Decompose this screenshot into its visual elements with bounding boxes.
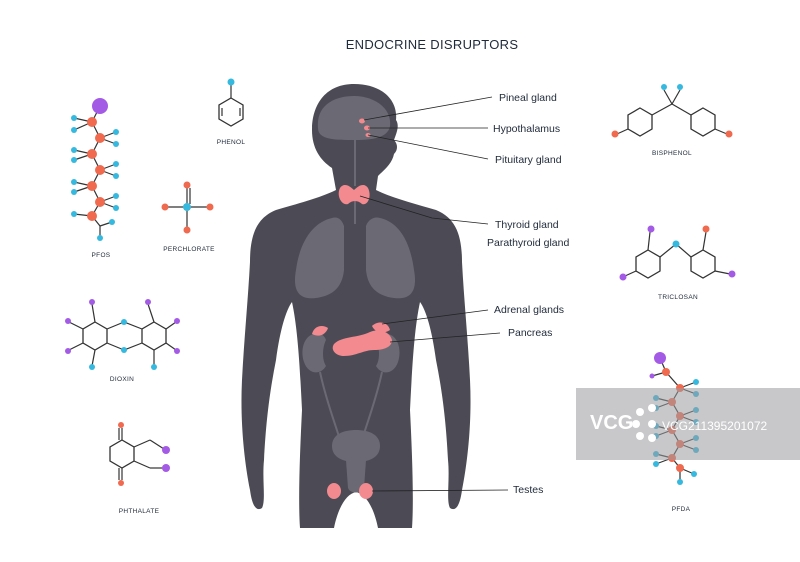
left-testis bbox=[327, 483, 341, 499]
left-kidney bbox=[302, 333, 326, 373]
right-lung bbox=[366, 217, 416, 299]
left-adrenal-gland bbox=[312, 326, 328, 336]
label-parathyroid-gland: Parathyroid gland bbox=[487, 237, 569, 249]
watermark-code: VCG211395201072 bbox=[662, 419, 768, 433]
label-pfda: PFDA bbox=[672, 506, 691, 513]
watermark-logo-icon bbox=[632, 404, 656, 442]
molecule-phthalate: PHTHALATE bbox=[109, 422, 170, 515]
bladder bbox=[332, 430, 380, 462]
label-adrenal-glands: Adrenal glands bbox=[494, 304, 564, 316]
penis bbox=[346, 460, 366, 493]
hypothalamus bbox=[364, 125, 370, 131]
molecule-phenol: PHENOL bbox=[217, 78, 246, 146]
label-pituitary-gland: Pituitary gland bbox=[495, 154, 562, 166]
diagram-title: ENDOCRINE DISRUPTORS bbox=[346, 37, 519, 52]
label-testes: Testes bbox=[513, 484, 543, 496]
leader-lines bbox=[359, 96, 509, 492]
right-adrenal-gland bbox=[372, 322, 390, 333]
left-lung bbox=[294, 217, 344, 299]
label-phenol: PHENOL bbox=[217, 139, 246, 146]
watermark-brand: VCG bbox=[590, 412, 633, 434]
label-dioxin: DIOXIN bbox=[110, 376, 134, 383]
organ-tubes bbox=[319, 140, 383, 441]
thyroid-gland bbox=[338, 184, 370, 205]
organ-labels: Pineal gland Hypothalamus Pituitary glan… bbox=[487, 92, 569, 496]
label-perchlorate: PERCHLORATE bbox=[163, 246, 215, 253]
label-pfos: PFOS bbox=[92, 252, 111, 259]
label-pineal-gland: Pineal gland bbox=[499, 92, 557, 104]
molecule-perchlorate: PERCHLORATE bbox=[161, 181, 215, 253]
watermark: VCG VCG211395201072 bbox=[576, 388, 800, 460]
label-bisphenol: BISPHENOL bbox=[652, 150, 692, 157]
right-testis bbox=[359, 483, 373, 499]
label-triclosan: TRICLOSAN bbox=[658, 294, 698, 301]
body-silhouette bbox=[241, 84, 471, 528]
label-pancreas: Pancreas bbox=[508, 327, 552, 339]
pineal-gland bbox=[359, 118, 365, 124]
watermark-band bbox=[576, 388, 800, 460]
molecule-dioxin: DIOXIN bbox=[65, 299, 180, 383]
molecule-triclosan: TRICLOSAN bbox=[619, 225, 736, 301]
endocrine-glands bbox=[312, 118, 392, 499]
molecule-bisphenol: BISPHENOL bbox=[611, 84, 733, 157]
molecule-pfos: PFOS bbox=[71, 98, 119, 259]
internal-organs bbox=[294, 96, 416, 493]
brain bbox=[317, 96, 391, 140]
pancreas bbox=[332, 330, 392, 356]
label-phthalate: PHTHALATE bbox=[119, 508, 160, 515]
label-thyroid-gland: Thyroid gland bbox=[495, 219, 559, 231]
label-hypothalamus: Hypothalamus bbox=[493, 123, 560, 135]
